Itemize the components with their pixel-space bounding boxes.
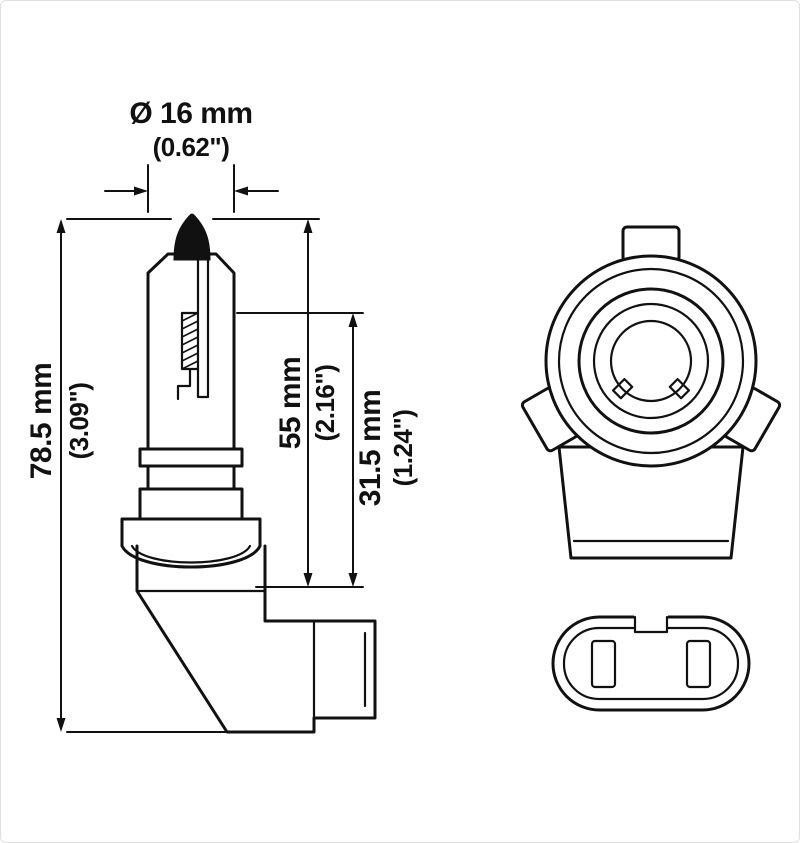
dim-diameter-lines	[104, 164, 279, 213]
base-ring-4	[592, 302, 710, 420]
glass-capsule	[146, 252, 236, 451]
bulb-tip	[173, 213, 211, 261]
dim-upper-metric-label: 55 mm	[274, 357, 307, 450]
dim-upper-length: 55 mm (2.16")	[255, 219, 364, 588]
inner-ring-notch-right	[668, 378, 690, 400]
dim-overall-metric-label: 78.5 mm	[25, 363, 58, 480]
lead-wire	[176, 367, 192, 401]
connector-bottom-view	[551, 612, 751, 712]
dim-overall-lines	[60, 218, 320, 733]
dim-diameter-imperial-label: (0.62")	[153, 132, 230, 162]
base-body-seam	[137, 589, 316, 720]
dim-upper-lines	[255, 232, 364, 588]
collar-flange-upper	[138, 447, 244, 468]
filament-coil-hatch	[181, 312, 199, 370]
dim-overall-length: 78.5 mm (3.09")	[25, 218, 320, 733]
dim-lower-imperial-label: (1.24")	[388, 410, 418, 487]
connector-slot-left	[590, 639, 617, 689]
dim-lower-metric-label: 31.5 mm	[354, 390, 387, 507]
dim-upper-imperial-label: (2.16")	[310, 365, 340, 442]
dim-diameter: Ø 16 mm (0.62")	[104, 97, 279, 213]
connector-key-notch	[633, 615, 669, 634]
connector-inner-outline	[562, 626, 740, 701]
base-seat-disc-inner-rim	[130, 544, 252, 564]
dimension-annotations: Ø 16 mm (0.62") 78.5 mm (3.09") 55 mm (2…	[25, 97, 418, 733]
base-ring-3	[577, 287, 725, 435]
connector-slot-right	[685, 639, 712, 689]
bulb-front-view	[520, 225, 782, 560]
dim-diameter-metric-label: Ø 16 mm	[129, 97, 252, 130]
base-ring-2	[557, 267, 745, 455]
base-inner-ring	[609, 319, 693, 403]
base-outer-ring	[544, 254, 758, 468]
base-seat-disc	[120, 517, 262, 569]
dim-lower-length: 31.5 mm (1.24")	[236, 312, 418, 587]
connector-notch-erase	[634, 612, 668, 632]
exhaust-tube	[196, 252, 210, 399]
bulb-side-view	[120, 213, 377, 734]
inner-ring-notch-left	[612, 378, 634, 400]
dim-lower-lines	[236, 312, 364, 574]
dim-overall-imperial-label: (3.09")	[64, 383, 94, 460]
collar-flange-lower	[138, 487, 244, 521]
collar-neck	[146, 464, 236, 491]
dim-diameter-arrows	[134, 186, 248, 196]
base-body	[135, 544, 377, 734]
